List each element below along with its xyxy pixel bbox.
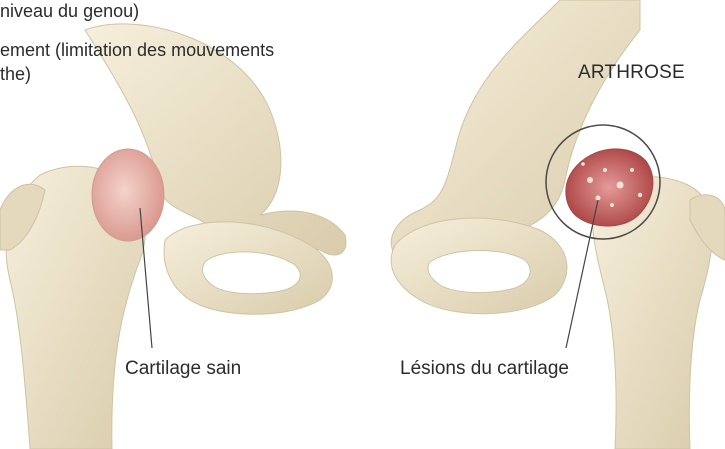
healthy-hip bbox=[0, 24, 346, 449]
arthrose-title: ARTHROSE bbox=[578, 62, 685, 84]
healthy-cartilage-head bbox=[92, 149, 164, 241]
damaged-callout-line bbox=[566, 200, 598, 348]
text-line-1: niveau du genou) bbox=[0, 0, 139, 22]
text-line-3: the) bbox=[0, 63, 31, 85]
text-line-2: ement (limitation des mouvements bbox=[0, 39, 274, 61]
damaged-cartilage-head bbox=[566, 149, 653, 226]
damaged-cartilage-label: Lésions du cartilage bbox=[400, 358, 569, 380]
healthy-cartilage-label: Cartilage sain bbox=[125, 358, 241, 380]
right-pubic-ring bbox=[391, 218, 567, 314]
